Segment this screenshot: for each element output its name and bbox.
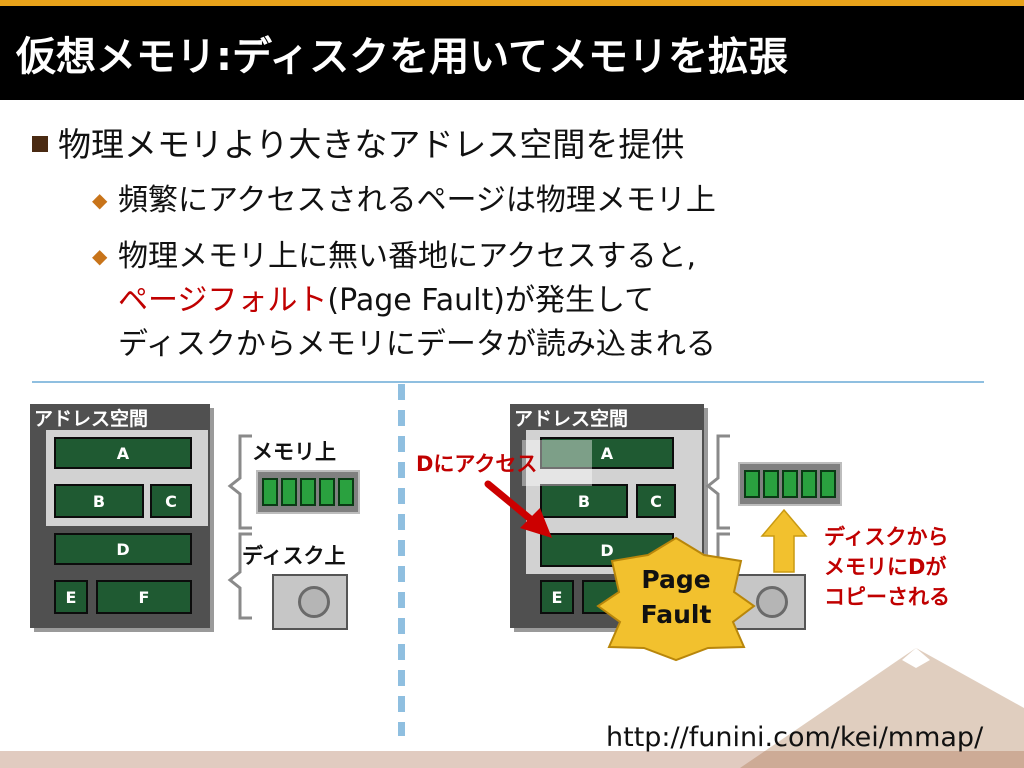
page-b: B: [54, 484, 144, 518]
memory-brace: [227, 434, 252, 530]
memory-chip-icon: [256, 470, 360, 514]
sub-bullet-1: ◆ 頻繁にアクセスされるページは物理メモリ上: [92, 178, 716, 223]
memory-label: メモリ上: [252, 440, 336, 464]
page-e: E: [54, 580, 88, 614]
title-bar: 仮想メモリ:ディスクを用いてメモリを拡張: [0, 0, 1024, 100]
page-c: C: [636, 484, 676, 518]
copy-label: ディスクから メモリにDが コピーされる: [824, 522, 950, 612]
disk-brace: [227, 532, 252, 620]
mountain-decoration-icon: [740, 648, 1024, 768]
footer-url[interactable]: http://funini.com/kei/mmap/: [606, 722, 984, 753]
diamond-bullet-icon: ◆: [92, 244, 108, 268]
access-label: Dにアクセス: [416, 452, 538, 476]
left-address-space-label: アドレス空間: [34, 408, 149, 430]
sub-bullet-2-line3: ディスクからメモリにデータが読み込まれる: [118, 327, 716, 362]
hard-disk-icon: [272, 574, 348, 630]
sub-bullet-1-text: 頻繁にアクセスされるページは物理メモリ上: [118, 183, 716, 218]
sub-bullet-2: ◆ 物理メモリ上に無い番地にアクセスすると, ページフォルト(Page Fault…: [92, 234, 716, 367]
main-bullet-text: 物理メモリより大きなアドレス空間を提供: [58, 125, 685, 164]
page-fault-label: Page Fault: [626, 562, 726, 632]
page-fault-burst-icon: [596, 536, 756, 662]
square-bullet-icon: [32, 136, 48, 152]
title-accent-bar: [0, 0, 1024, 6]
copy-label-line1: ディスクから: [824, 525, 949, 549]
page-fault-term: ページフォルト: [118, 283, 328, 318]
page-d: D: [54, 533, 192, 565]
page-a: A: [54, 437, 192, 469]
page-b: B: [540, 484, 628, 518]
copy-label-line3: コピーされる: [824, 585, 950, 609]
sub-bullet-2-line2: (Page Fault)が発生して: [327, 283, 655, 318]
horizontal-divider: [32, 381, 984, 383]
right-address-space-label: アドレス空間: [514, 408, 629, 430]
copy-up-arrow-icon: [760, 508, 808, 573]
page-fault-line1: Page: [641, 565, 711, 594]
access-arrow-icon: [484, 480, 538, 526]
page-f: F: [96, 580, 192, 614]
mountain-snow-icon: [902, 648, 930, 668]
footer-gradient-bar: [0, 751, 1024, 768]
page-a: A: [540, 437, 674, 469]
page-e: E: [540, 580, 574, 614]
vertical-dashed-divider: [398, 384, 405, 736]
sub-bullet-2-line1: 物理メモリ上に無い番地にアクセスすると,: [118, 239, 697, 274]
diamond-bullet-icon: ◆: [92, 188, 108, 212]
disk-label: ディスク上: [242, 544, 346, 568]
memory-chip-icon: [738, 462, 842, 506]
page-fault-line2: Fault: [640, 600, 712, 629]
slide-title: 仮想メモリ:ディスクを用いてメモリを拡張: [16, 34, 788, 80]
access-label-overlay: [522, 440, 592, 486]
memory-brace: [705, 434, 730, 530]
page-c: C: [150, 484, 192, 518]
left-braces: [227, 434, 252, 620]
access-arrow-head-icon: [520, 508, 552, 538]
main-bullet: 物理メモリより大きなアドレス空間を提供: [32, 118, 684, 166]
copy-label-line2: メモリにDが: [824, 555, 947, 579]
